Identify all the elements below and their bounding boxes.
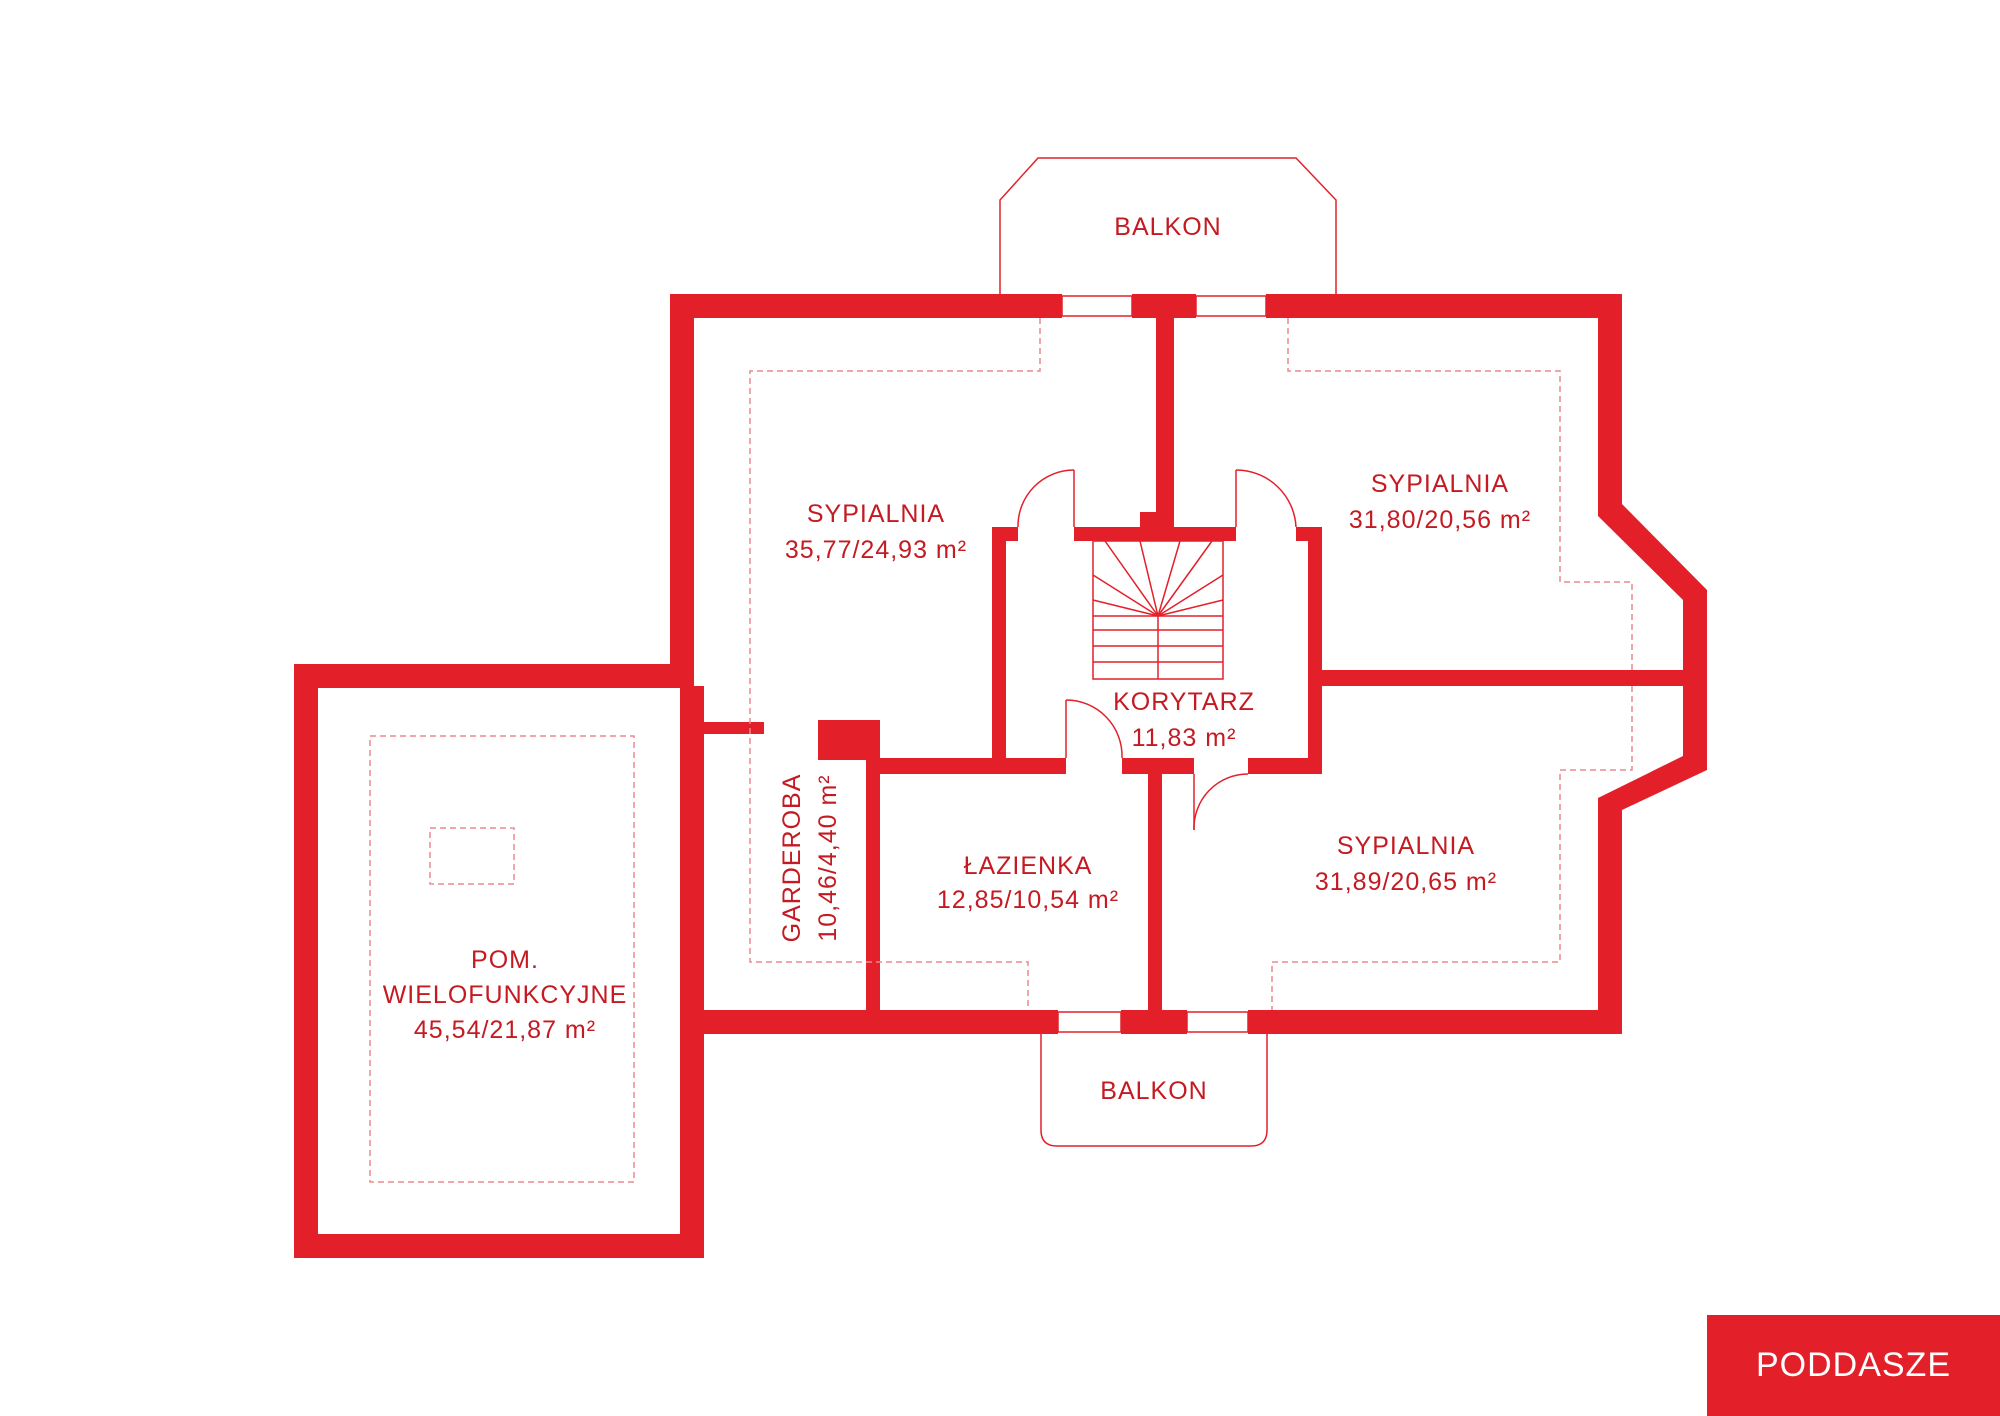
room-labels: BALKON SYPIALNIA 35,77/24,93 m² SYPIALNI… xyxy=(383,213,1531,1105)
wall-wing-top xyxy=(294,664,694,688)
wall-korytarz-bottom-left xyxy=(868,758,1066,774)
garderoba-name: GARDEROBA xyxy=(778,774,806,943)
sypialnia-bottom-right-area: 31,89/20,65 m² xyxy=(1315,868,1497,896)
pom-wielofunkcyjne-area: 45,54/21,87 m² xyxy=(414,1016,596,1044)
sypialnia-bottom-right-name: SYPIALNIA xyxy=(1337,832,1475,860)
wall-korytarz-bottom-right xyxy=(1248,758,1322,774)
window-top-left xyxy=(1061,295,1133,317)
wall-left-main xyxy=(670,294,694,686)
korytarz-area: 11,83 m² xyxy=(1132,724,1237,752)
stair-winder xyxy=(1157,540,1181,617)
balconies xyxy=(999,157,1337,1147)
wall-bedrooms-divider xyxy=(1322,670,1707,686)
balkon-top-label: BALKON xyxy=(1114,213,1221,241)
staircase xyxy=(1092,540,1224,680)
walls xyxy=(294,294,1707,1258)
sypialnia-left-name: SYPIALNIA xyxy=(807,500,945,528)
stair-winder xyxy=(1139,540,1159,617)
wall-center-vertical xyxy=(1156,318,1174,534)
wall-wing-bottom xyxy=(294,1234,704,1258)
stair-winder xyxy=(1157,599,1224,617)
wall-stair-top-right-b xyxy=(1174,527,1236,541)
wall-lazienka-left xyxy=(866,758,880,1014)
door-lazienka-swing xyxy=(1065,699,1123,759)
stair-winder xyxy=(1092,574,1159,617)
wall-top-mid xyxy=(1132,294,1196,318)
sypialnia-left-area: 35,77/24,93 m² xyxy=(785,536,967,564)
dashed-left-bedroom xyxy=(749,318,1041,1010)
wall-top-right xyxy=(1266,294,1622,318)
door-left-bedroom-swing xyxy=(1017,469,1075,528)
wall-wing-right xyxy=(680,686,704,1258)
wall-right-lower xyxy=(1598,798,1622,1034)
dashed-wing-outline xyxy=(369,735,635,1183)
wall-korytarz-left xyxy=(992,527,1006,765)
balkon-bottom-outline xyxy=(1040,1034,1268,1147)
wall-lazienka-right xyxy=(1148,768,1162,1014)
lazienka-name: ŁAZIENKA xyxy=(964,852,1093,880)
stair-winder xyxy=(1092,599,1159,617)
doors xyxy=(1017,469,1297,831)
door-bottom-bedroom-swing xyxy=(1193,773,1249,831)
wall-stair-top-left xyxy=(1074,527,1160,541)
windows xyxy=(1057,295,1267,1033)
window-bottom-left xyxy=(1057,1011,1122,1033)
floor-badge-label: PODDASZE xyxy=(1755,1346,1952,1384)
dashed-bottom-right-bedroom xyxy=(1271,686,1633,1010)
lazienka-area: 12,85/10,54 m² xyxy=(937,886,1119,914)
wall-top-left xyxy=(670,294,1062,318)
pom-wielofunkcyjne-name-1: POM. xyxy=(471,946,539,974)
window-bottom-right xyxy=(1186,1011,1249,1033)
ceiling-height-lines xyxy=(369,318,1633,1183)
wall-pillar xyxy=(818,720,880,760)
window-top-right xyxy=(1195,295,1267,317)
stair-winder xyxy=(1104,540,1159,617)
wall-bay-lower xyxy=(1598,686,1707,810)
floor-badge-bg xyxy=(1707,1315,2000,1416)
door-right-bedroom-swing xyxy=(1235,469,1297,528)
wall-garderoba-stub xyxy=(694,722,764,734)
dashed-top-right-bedroom xyxy=(1287,318,1633,670)
dashed-skylight xyxy=(429,827,515,885)
sypialnia-top-right-area: 31,80/20,56 m² xyxy=(1349,506,1531,534)
wall-stair-top-right xyxy=(1140,512,1174,541)
wall-right-upper xyxy=(1598,294,1622,504)
korytarz-name: KORYTARZ xyxy=(1113,688,1255,716)
pom-wielofunkcyjne-name-2: WIELOFUNKCYJNE xyxy=(383,981,628,1009)
wall-korytarz-bottom-mid xyxy=(1122,758,1194,774)
sypialnia-top-right-name: SYPIALNIA xyxy=(1371,470,1509,498)
wall-wing-left xyxy=(294,664,318,1258)
wall-bay-upper xyxy=(1598,504,1707,674)
stair-winder xyxy=(1157,574,1224,617)
wall-korytarz-right xyxy=(1308,527,1322,765)
balkon-top-outline xyxy=(999,157,1337,294)
balkon-bottom-label: BALKON xyxy=(1100,1077,1207,1105)
stair-winder xyxy=(1157,540,1213,617)
garderoba-area: 10,46/4,40 m² xyxy=(814,774,842,941)
wall-bottom-right xyxy=(1248,1010,1622,1034)
